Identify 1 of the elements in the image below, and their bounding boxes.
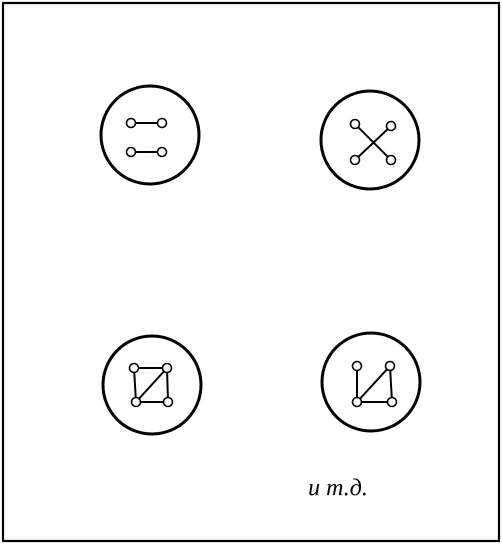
note: и т.д.	[309, 478, 366, 496]
